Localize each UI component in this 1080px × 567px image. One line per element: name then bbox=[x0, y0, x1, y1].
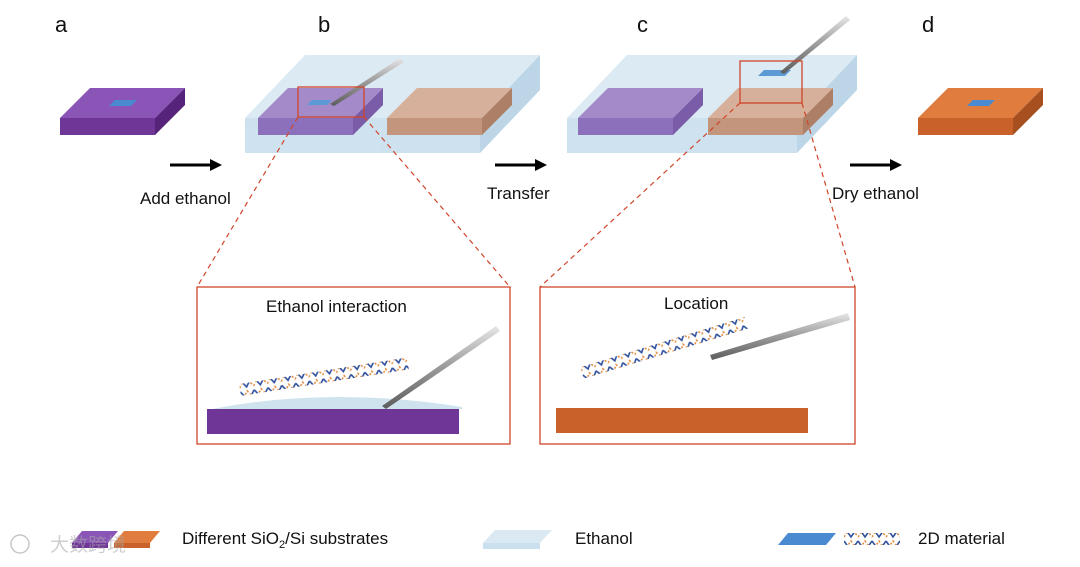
step-dry-ethanol: Dry ethanol bbox=[832, 159, 919, 203]
step-label-transfer: Transfer bbox=[487, 184, 550, 203]
needle-inset-right bbox=[710, 313, 850, 360]
panel-label-c: c bbox=[637, 12, 648, 37]
purple-substrate-b bbox=[258, 88, 383, 135]
panel-d: d bbox=[918, 12, 1043, 135]
ethanol-droplet bbox=[212, 396, 462, 409]
panel-label-a: a bbox=[55, 12, 68, 37]
step-label-dry-ethanol: Dry ethanol bbox=[832, 184, 919, 203]
step-transfer: Transfer bbox=[487, 159, 550, 203]
flake-on-substrate-b bbox=[307, 100, 332, 105]
inset-location: Location bbox=[539, 286, 856, 445]
legend-substrates-label: Different SiO2/Si substrates bbox=[182, 529, 388, 551]
panel-label-b: b bbox=[318, 12, 330, 37]
flake-on-substrate-d bbox=[967, 100, 995, 106]
watermark-logo-icon bbox=[10, 534, 30, 554]
inset-orange-substrate bbox=[556, 408, 808, 433]
legend-ethanol-swatch bbox=[483, 530, 552, 549]
purple-substrate-c bbox=[578, 88, 703, 135]
legend: Different SiO2/Si substrates Ethanol 2D … bbox=[72, 529, 1005, 551]
step-add-ethanol: Add ethanol bbox=[140, 159, 231, 208]
flake-on-substrate-a bbox=[109, 100, 137, 106]
step-label-add-ethanol: Add ethanol bbox=[140, 189, 231, 208]
legend-flake-swatch bbox=[778, 533, 836, 545]
legend-chain-swatch bbox=[844, 533, 900, 545]
legend-ethanol-label: Ethanol bbox=[575, 529, 633, 548]
panel-label-d: d bbox=[922, 12, 934, 37]
purple-substrate-a bbox=[60, 88, 185, 135]
panel-c: c bbox=[567, 12, 857, 153]
panel-b: b bbox=[245, 12, 540, 153]
legend-substrates-swatch bbox=[72, 531, 160, 548]
inset-ethanol-interaction: Ethanol interaction bbox=[196, 286, 511, 445]
needle-inset-left bbox=[382, 326, 500, 409]
legend-material-label: 2D material bbox=[918, 529, 1005, 548]
inset-title-left: Ethanol interaction bbox=[266, 297, 407, 316]
watermark: 大数跨境 bbox=[10, 534, 126, 556]
callout-box-c bbox=[739, 60, 803, 104]
callout-box-b bbox=[297, 86, 365, 118]
callout-lines bbox=[196, 102, 856, 288]
needle-b bbox=[330, 58, 404, 106]
2d-material-chain-right bbox=[580, 316, 749, 379]
inset-title-right: Location bbox=[664, 294, 728, 313]
panel-a: a bbox=[55, 12, 185, 135]
inset-purple-substrate bbox=[207, 409, 459, 434]
needle-c bbox=[780, 16, 850, 74]
2d-material-chain-left bbox=[239, 357, 409, 396]
orange-substrate-d bbox=[918, 88, 1043, 135]
watermark-text: 大数跨境 bbox=[50, 534, 126, 556]
orange-substrate-b bbox=[387, 88, 512, 135]
